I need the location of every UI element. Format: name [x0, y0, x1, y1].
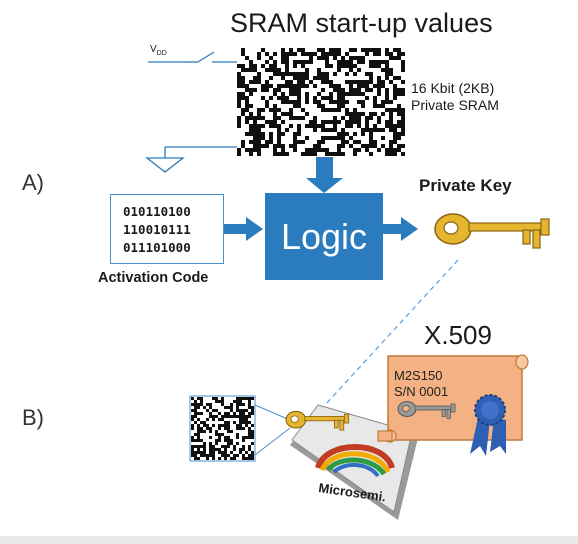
certificate-title: X.509	[424, 320, 492, 350]
key-icon	[285, 410, 350, 431]
code-line: 010110100	[123, 204, 191, 219]
caption-strip	[0, 536, 578, 544]
sram-pattern	[237, 48, 405, 156]
switch-icon	[148, 51, 237, 63]
code-line: 011101000	[123, 240, 191, 255]
serial-number: S/N 0001	[394, 384, 449, 399]
activation-code-box: 010110100 110010111 011101000	[110, 194, 224, 264]
chip-pattern-border	[189, 395, 256, 462]
sram-description: 16 Kbit (2KB) Private SRAM	[411, 80, 499, 114]
vdd-label: VDD	[150, 44, 167, 57]
section-a-label: A)	[22, 170, 44, 195]
chip-pattern	[191, 397, 254, 460]
code-line: 110010111	[123, 222, 191, 237]
sram-size-label: 16 Kbit (2KB)	[411, 80, 495, 96]
ribbon-seal-icon	[470, 394, 506, 456]
section-b-label: B)	[22, 405, 44, 430]
diagram-title: SRAM start-up values	[230, 8, 493, 38]
activation-code-label: Activation Code	[98, 270, 209, 286]
sram-to-logic-arrow	[306, 157, 343, 193]
device-model: M2S150	[394, 368, 443, 383]
connector-line	[254, 427, 291, 456]
private-key-label: Private Key	[419, 176, 512, 195]
connector-line	[254, 404, 291, 421]
logic-block: Logic	[265, 193, 383, 280]
logic-to-key-arrow	[383, 217, 418, 241]
certificate-text: M2S150 S/N 0001	[394, 368, 448, 400]
key-icon	[434, 213, 550, 249]
key-icon	[397, 401, 456, 419]
key-link-dashed-line	[324, 259, 459, 406]
sram-type-label: Private SRAM	[411, 97, 499, 113]
ground-icon	[145, 146, 237, 173]
code-to-logic-arrow	[224, 217, 263, 241]
